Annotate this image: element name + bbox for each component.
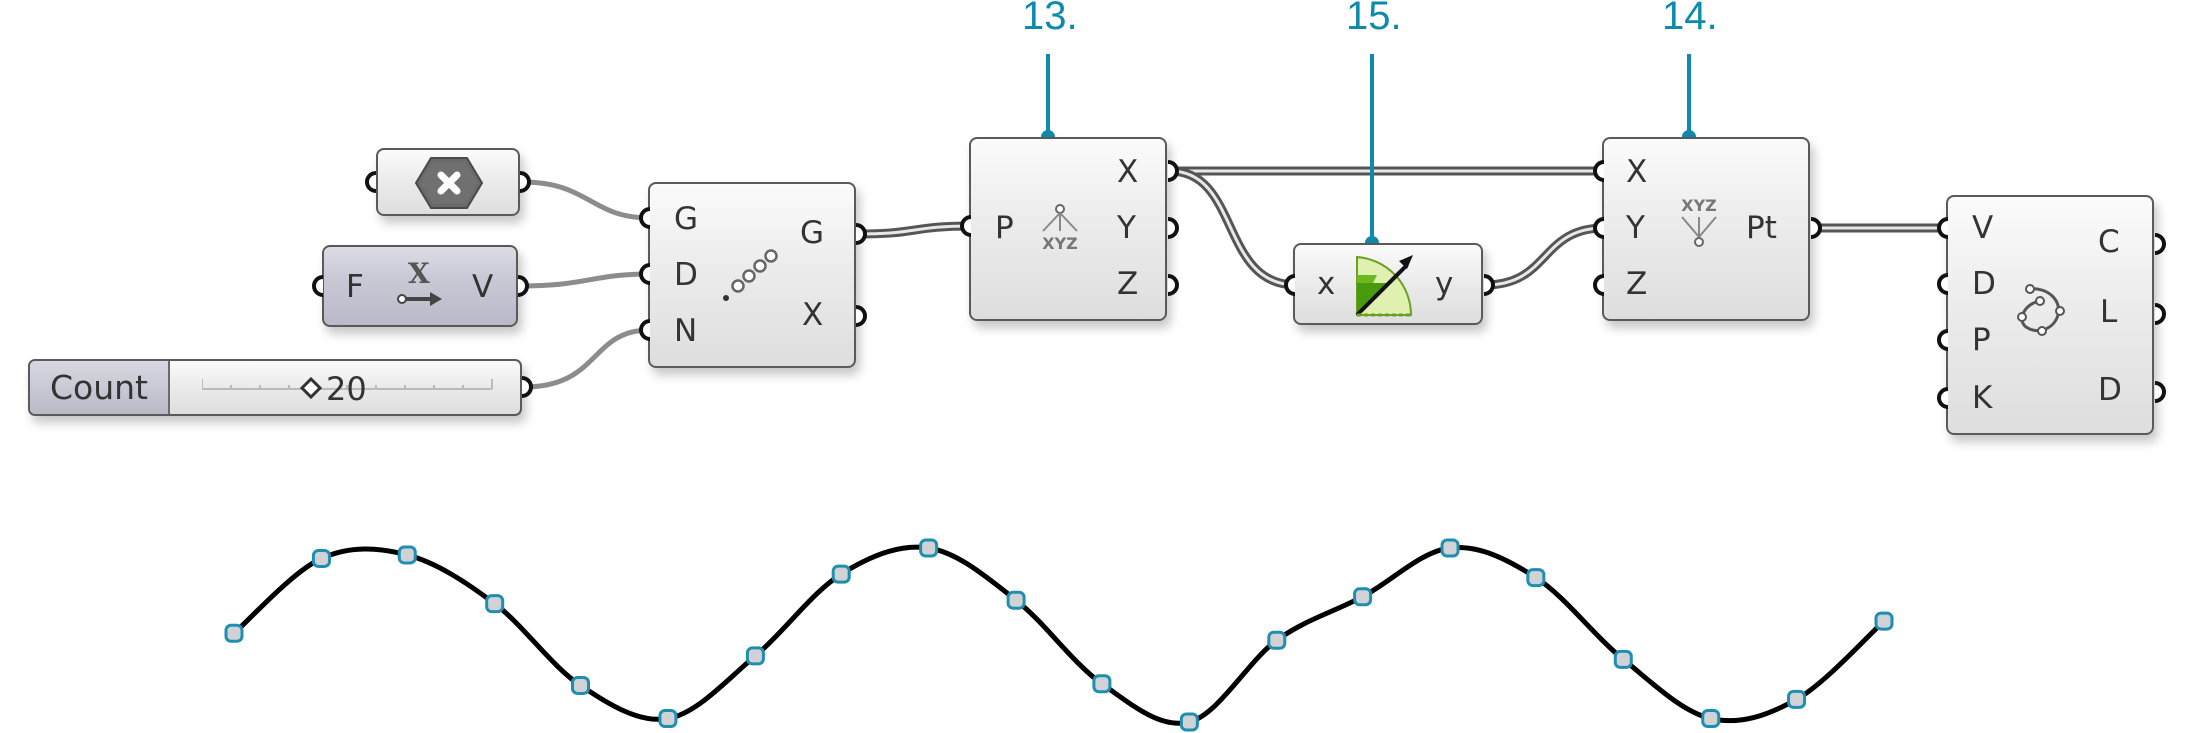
slider-handle-icon[interactable] (300, 377, 322, 399)
preview-point-18 (1787, 689, 1807, 709)
preview-point-10 (1092, 674, 1112, 694)
xyz-icon-text: XYZ (1042, 234, 1078, 253)
slider-name-label: Count (30, 361, 170, 414)
preview-point-13 (1353, 587, 1373, 607)
preview-point-5 (658, 709, 678, 729)
wire-geometry-to-series-g (521, 179, 651, 221)
preview-point-14 (1440, 538, 1460, 558)
input-g-label: G (674, 201, 699, 237)
output-y-label: y (1435, 266, 1454, 302)
input-p-label: P (1972, 322, 1991, 358)
preview-point-17 (1701, 709, 1721, 729)
svg-text:X: X (408, 257, 430, 290)
input-x-label: X (1626, 154, 1648, 190)
function-node[interactable]: x y (1293, 243, 1483, 325)
wire-vector-to-series-d (517, 271, 651, 289)
output-c-label: C (2098, 224, 2120, 260)
output-x-label: X (802, 297, 824, 333)
interpolated-curve (232, 544, 1886, 726)
deconstruct-point-icon: XYZ (1042, 204, 1078, 253)
input-y-label: Y (1626, 210, 1645, 246)
preview-point-9 (1006, 590, 1026, 610)
input-d-label: D (1972, 266, 1996, 302)
input-v-label: V (1972, 210, 1994, 246)
preview-point-3 (485, 594, 505, 614)
output-d-label: D (2098, 372, 2122, 408)
construct-point-node[interactable]: X Y Z XYZ Pt (1602, 137, 1810, 321)
preview-point-6 (745, 646, 765, 666)
callout-15-label: 15. (1346, 0, 1402, 38)
preview-point-4 (571, 675, 590, 695)
output-x-label: X (1117, 154, 1139, 190)
output-v-label: V (472, 269, 494, 305)
sine-function-icon (1355, 255, 1413, 317)
output-l-label: L (2100, 294, 2118, 330)
interpolate-curve-node[interactable]: V D P K C L D (1946, 195, 2154, 435)
preview-point-1 (311, 548, 331, 568)
preview-point-2 (397, 545, 417, 565)
input-n-label: N (674, 313, 698, 349)
geometry-param-node[interactable] (376, 148, 520, 216)
xyz-icon-text: XYZ (1681, 196, 1717, 215)
input-k-label: K (1972, 380, 1993, 416)
hexagon-x-icon (414, 157, 484, 209)
wire-function-y-to-construct-y (1484, 223, 1605, 290)
preview-point-11 (1179, 712, 1199, 732)
output-z-label: Z (1117, 266, 1139, 302)
callout-13-label: 13. (1022, 0, 1078, 38)
preview-point-7 (831, 564, 851, 584)
count-slider[interactable]: Count 20 (28, 359, 522, 416)
callout-14-label: 14. (1662, 0, 1718, 38)
wire-series-to-deconstruct (857, 221, 973, 239)
series-node[interactable]: G D N G X (648, 182, 856, 368)
preview-point-19 (1874, 611, 1894, 631)
input-z-label: Z (1626, 266, 1648, 302)
deconstruct-point-node[interactable]: P XYZ X Y Z (969, 137, 1167, 321)
input-x-label: x (1317, 266, 1336, 302)
interpolate-curve-icon (2017, 284, 2065, 336)
input-p-label: P (995, 210, 1014, 246)
preview-point-0 (224, 623, 244, 643)
preview-points (224, 538, 1894, 732)
wire-deconstruct-x-to-function-x (1169, 166, 1297, 290)
preview-point-12 (1267, 630, 1287, 650)
unit-x-vector-icon: X (397, 257, 442, 306)
preview-point-8 (919, 538, 939, 558)
output-g-label: G (800, 215, 825, 251)
wire-count-to-series-n (523, 327, 651, 390)
input-d-label: D (674, 257, 698, 293)
slider-value: 20 (326, 370, 367, 408)
input-f-label: F (346, 269, 364, 305)
output-y-label: Y (1117, 210, 1136, 246)
output-pt-label: Pt (1746, 210, 1777, 246)
preview-point-15 (1526, 568, 1546, 588)
construct-point-icon: XYZ (1681, 196, 1717, 247)
preview-point-16 (1613, 649, 1633, 669)
move-array-icon (723, 249, 778, 301)
